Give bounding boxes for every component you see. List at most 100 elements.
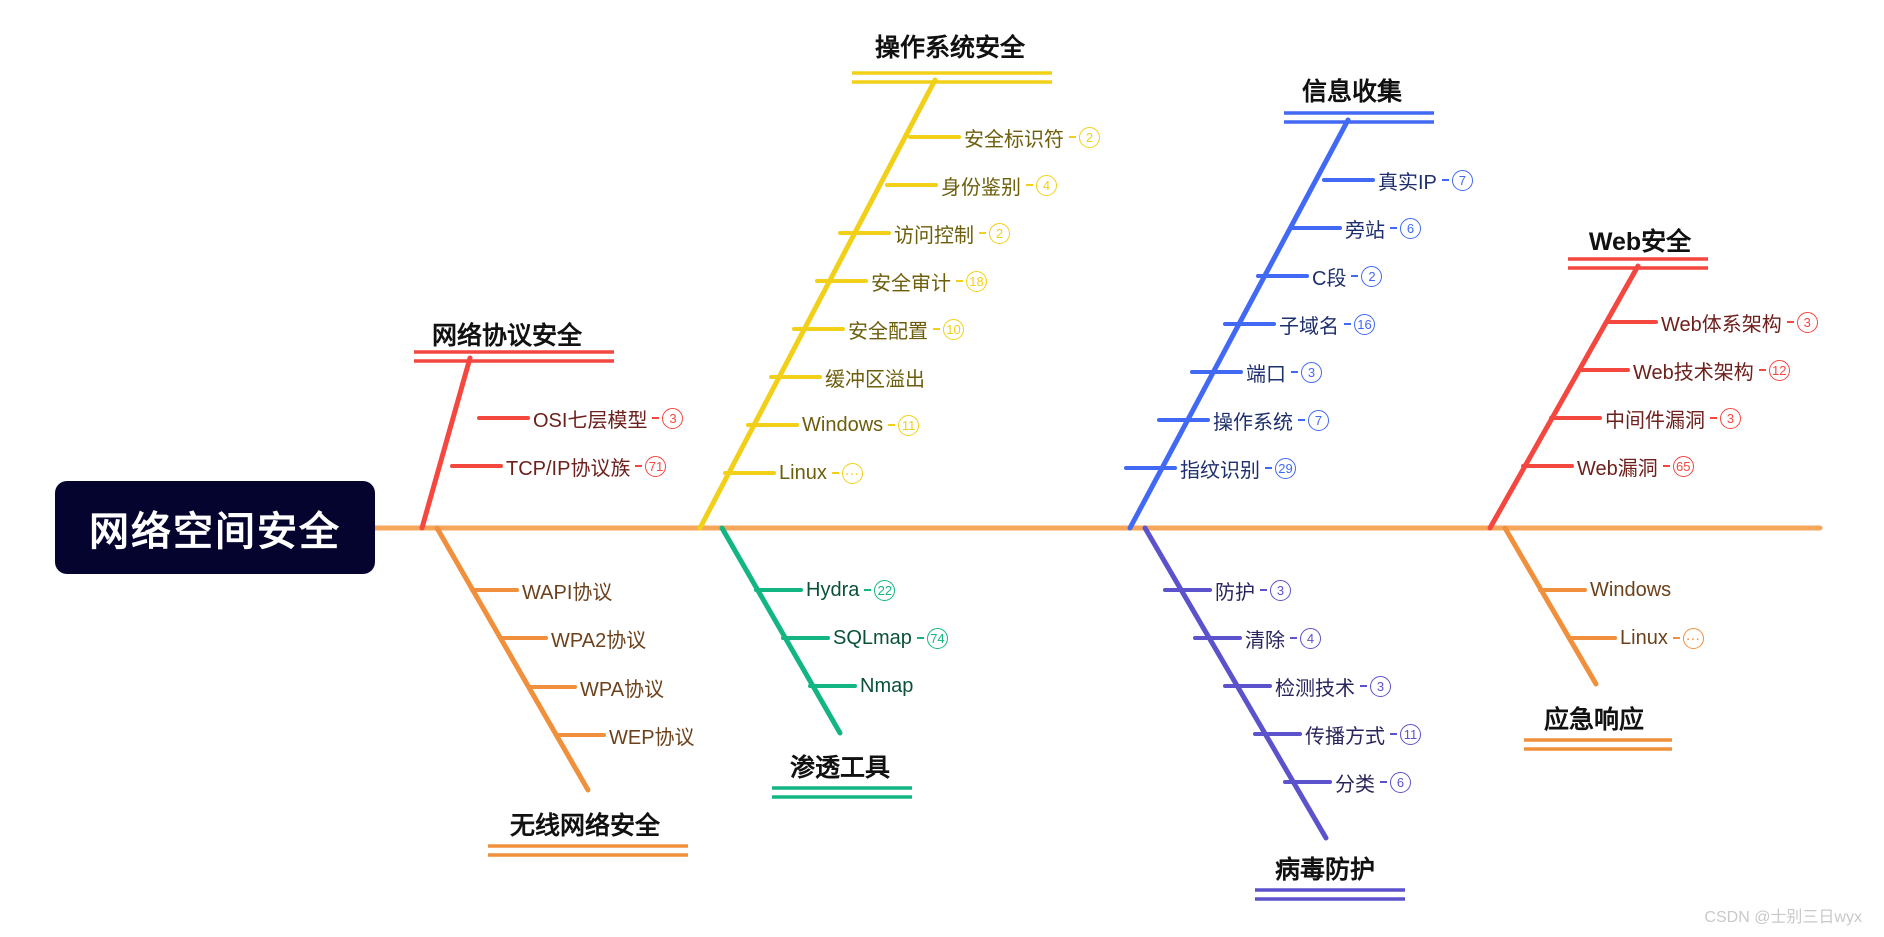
leaf-badge-connector	[1672, 637, 1680, 639]
branch-title-penetration-tools[interactable]: 渗透工具	[789, 754, 891, 782]
branch-title-wireless-network-security[interactable]: 无线网络安全	[509, 812, 661, 840]
branch-rib-penetration-tools	[719, 525, 843, 736]
leaf-badge-connector	[1069, 136, 1076, 138]
leaf-count-badge[interactable]: 4	[1036, 174, 1057, 196]
leaf-count-badge[interactable]: 3	[1270, 579, 1291, 601]
leaf-node-penetration-tools-0[interactable]: Hydra 22	[806, 576, 896, 604]
leaf-badge-connector	[1026, 184, 1033, 186]
leaf-count-badge[interactable]: 6	[1400, 217, 1421, 239]
leaf-count-badge[interactable]: 3	[662, 407, 684, 429]
branch-title-information-gathering[interactable]: 信息收集	[1301, 78, 1403, 106]
leaf-node-emergency-response-1[interactable]: Linux …	[1620, 624, 1704, 652]
branch-title-emergency-response[interactable]: 应急响应	[1543, 706, 1645, 734]
leaf-count-badge[interactable]: 29	[1275, 457, 1296, 479]
leaf-badge-connector	[1260, 589, 1267, 591]
leaf-node-wireless-network-security-3[interactable]: WEP协议	[609, 721, 695, 749]
leaf-count-badge[interactable]: 22	[874, 579, 896, 601]
leaf-badge-connector	[1380, 781, 1387, 783]
leaf-count-badge[interactable]: 74	[926, 627, 948, 649]
leaf-node-information-gathering-3[interactable]: 子域名 16	[1279, 310, 1375, 338]
branch-title-network-protocol-security[interactable]: 网络协议安全	[431, 322, 583, 350]
leaf-count-badge[interactable]: 18	[966, 270, 987, 292]
root-node[interactable]: 网络空间安全	[55, 481, 375, 574]
branch-rib-emergency-response	[1502, 525, 1599, 687]
leaf-count-badge[interactable]: 10	[943, 318, 964, 340]
leaf-label: Linux	[1620, 626, 1668, 649]
leaf-count-badge[interactable]: 2	[1079, 126, 1100, 148]
leaf-node-operating-system-security-1[interactable]: 身份鉴别 4	[941, 171, 1057, 199]
leaf-badge-connector	[864, 589, 872, 591]
leaf-node-emergency-response-0[interactable]: Windows	[1590, 576, 1671, 604]
leaf-node-network-protocol-security-1[interactable]: TCP/IP协议族 71	[506, 452, 667, 480]
leaf-count-badge[interactable]: 12	[1768, 359, 1790, 381]
leaf-node-penetration-tools-1[interactable]: SQLmap 74	[833, 624, 948, 652]
leaf-count-badge[interactable]: 16	[1354, 313, 1375, 335]
leaf-count-badge[interactable]: 6	[1390, 771, 1411, 793]
leaf-count-badge[interactable]: 11	[898, 414, 920, 436]
leaf-label: 子域名	[1279, 315, 1339, 338]
leaf-badge-connector	[1786, 321, 1794, 323]
leaf-node-wireless-network-security-1[interactable]: WPA2协议	[551, 624, 646, 652]
branch-rib-network-protocol-security	[419, 355, 473, 531]
leaf-node-operating-system-security-7[interactable]: Linux …	[779, 459, 863, 487]
leaf-node-wireless-network-security-2[interactable]: WPA协议	[580, 673, 664, 701]
leaf-label: Hydra	[806, 578, 860, 601]
leaf-label: TCP/IP协议族	[506, 457, 631, 480]
leaf-count-badge[interactable]: 71	[645, 455, 667, 477]
leaf-badge-connector	[831, 472, 839, 474]
leaf-node-virus-protection-2[interactable]: 检测技术 3	[1275, 672, 1391, 700]
leaf-label: SQLmap	[833, 626, 912, 649]
leaf-badge-connector	[1390, 227, 1397, 229]
leaf-badge-connector	[1351, 275, 1359, 277]
branch-title-web-security[interactable]: Web安全	[1588, 228, 1692, 256]
branch-title-operating-system-security[interactable]: 操作系统安全	[874, 34, 1026, 62]
leaf-count-badge[interactable]: 7	[1308, 409, 1329, 431]
leaf-node-penetration-tools-2[interactable]: Nmap	[860, 672, 913, 700]
leaf-count-badge[interactable]: …	[1682, 627, 1704, 649]
leaf-count-badge[interactable]: 3	[1370, 675, 1391, 697]
leaf-count-badge[interactable]: 7	[1451, 169, 1473, 191]
leaf-label: WEP协议	[609, 726, 695, 749]
leaf-count-badge[interactable]: 2	[989, 222, 1010, 244]
leaf-badge-connector	[916, 637, 924, 639]
leaf-label: Linux	[779, 461, 827, 484]
leaf-label: 检测技术	[1275, 677, 1355, 700]
branch-rib-operating-system-security	[697, 77, 938, 531]
leaf-count-badge[interactable]: 2	[1361, 265, 1383, 287]
leaf-node-operating-system-security-5[interactable]: 缓冲区溢出	[825, 363, 925, 391]
leaf-label: 身份鉴别	[941, 176, 1021, 199]
leaf-label: 安全配置	[848, 320, 928, 343]
leaf-count-badge[interactable]: 65	[1672, 455, 1694, 477]
branch-title-virus-protection[interactable]: 病毒防护	[1274, 856, 1376, 884]
leaf-node-wireless-network-security-0[interactable]: WAPI协议	[522, 576, 612, 604]
leaf-count-badge[interactable]: 3	[1301, 361, 1322, 383]
leaf-badge-connector	[1290, 637, 1297, 639]
leaf-count-badge[interactable]: 11	[1400, 723, 1421, 745]
leaf-count-badge[interactable]: 3	[1796, 311, 1818, 333]
leaf-count-badge[interactable]: 3	[1720, 407, 1741, 429]
leaf-node-operating-system-security-4[interactable]: 安全配置 10	[848, 315, 964, 343]
leaf-label: 缓冲区溢出	[825, 368, 925, 391]
leaf-count-badge[interactable]: …	[841, 462, 863, 484]
leaf-count-badge[interactable]: 4	[1300, 627, 1321, 649]
